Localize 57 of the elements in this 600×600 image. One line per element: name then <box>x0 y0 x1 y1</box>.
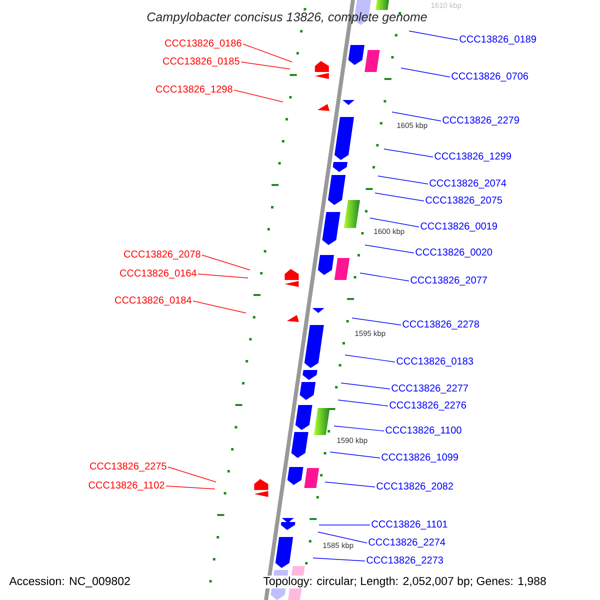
leader-line <box>370 218 420 228</box>
gene-label: CCC13826_0183 <box>396 358 474 366</box>
leader-line <box>340 382 390 390</box>
leader-line <box>318 532 368 544</box>
gene-label: CCC13826_2275 <box>90 462 166 472</box>
gene-label: CCC13826_2278 <box>402 320 480 330</box>
gene-label: CCC13826_0184 <box>115 296 192 306</box>
gene-label: CCC13826_0186 <box>165 40 242 48</box>
gene-label: CCC13826_0164 <box>120 270 196 278</box>
leader-line <box>360 272 410 282</box>
leader-line <box>192 300 246 314</box>
leader-line <box>408 30 458 40</box>
leader-line <box>392 112 442 122</box>
leader-line <box>240 62 290 70</box>
leader-line <box>202 254 250 270</box>
gene-label: CCC13826_0706 <box>452 72 528 82</box>
gene-label: CCC13826_2277 <box>392 384 468 394</box>
info-text: Accession: NC_009802 <box>9 576 130 588</box>
gene-label: CCC13826_0019 <box>420 222 497 232</box>
gene-label: CCC13826_2077 <box>410 276 487 286</box>
leader-line <box>364 244 414 254</box>
gene-label: CCC13826_2276 <box>390 402 466 410</box>
leader-line <box>374 192 424 202</box>
gene-label: CCC13826_2273 <box>366 556 444 566</box>
leader-line <box>378 176 428 184</box>
leader-line <box>384 148 434 158</box>
leader-line <box>338 400 388 406</box>
leader-line <box>198 274 248 278</box>
gene-label: CCC13826_2078 <box>124 250 200 260</box>
gene-label: CCC13826_2279 <box>442 116 519 126</box>
leader-line <box>318 524 370 526</box>
gene-label: CCC13826_1100 <box>386 426 462 436</box>
gene-label: CCC13826_1099 <box>382 454 458 462</box>
gene-label: CCC13826_1298 <box>156 86 232 94</box>
gene-label: CCC13826_2274 <box>368 538 446 548</box>
leader-line <box>400 68 450 78</box>
gene-label: CCC13826_0020 <box>416 248 492 258</box>
leader-line <box>166 486 216 490</box>
leader-line <box>330 452 380 458</box>
info-text: Topology: circular; Length: 2,052,007 bp; Genes: 1,988 <box>262 576 548 588</box>
gene-label: CCC13826_2074 <box>430 180 506 188</box>
gene-label: CCC13826_1101 <box>372 520 448 530</box>
gene-label: CCC13826_0185 <box>163 58 240 66</box>
gene-label: CCC13826_1102 <box>88 482 164 490</box>
leader-line <box>242 44 292 62</box>
gene-label: CCC13826_2082 <box>376 482 453 492</box>
title: Campylobacter concisus 13826, complete genome <box>147 12 427 24</box>
leader-line <box>234 90 284 102</box>
leader-line <box>168 466 216 482</box>
gene-label: CCC13826_2075 <box>426 196 502 206</box>
leader-line <box>324 482 376 488</box>
gene-label: CCC13826_0189 <box>460 36 536 44</box>
gene-label: CCC13826_1299 <box>434 152 511 162</box>
leader-line <box>334 426 384 432</box>
leader-line <box>312 558 366 562</box>
leader-line <box>352 318 402 326</box>
leader-line <box>344 354 396 362</box>
